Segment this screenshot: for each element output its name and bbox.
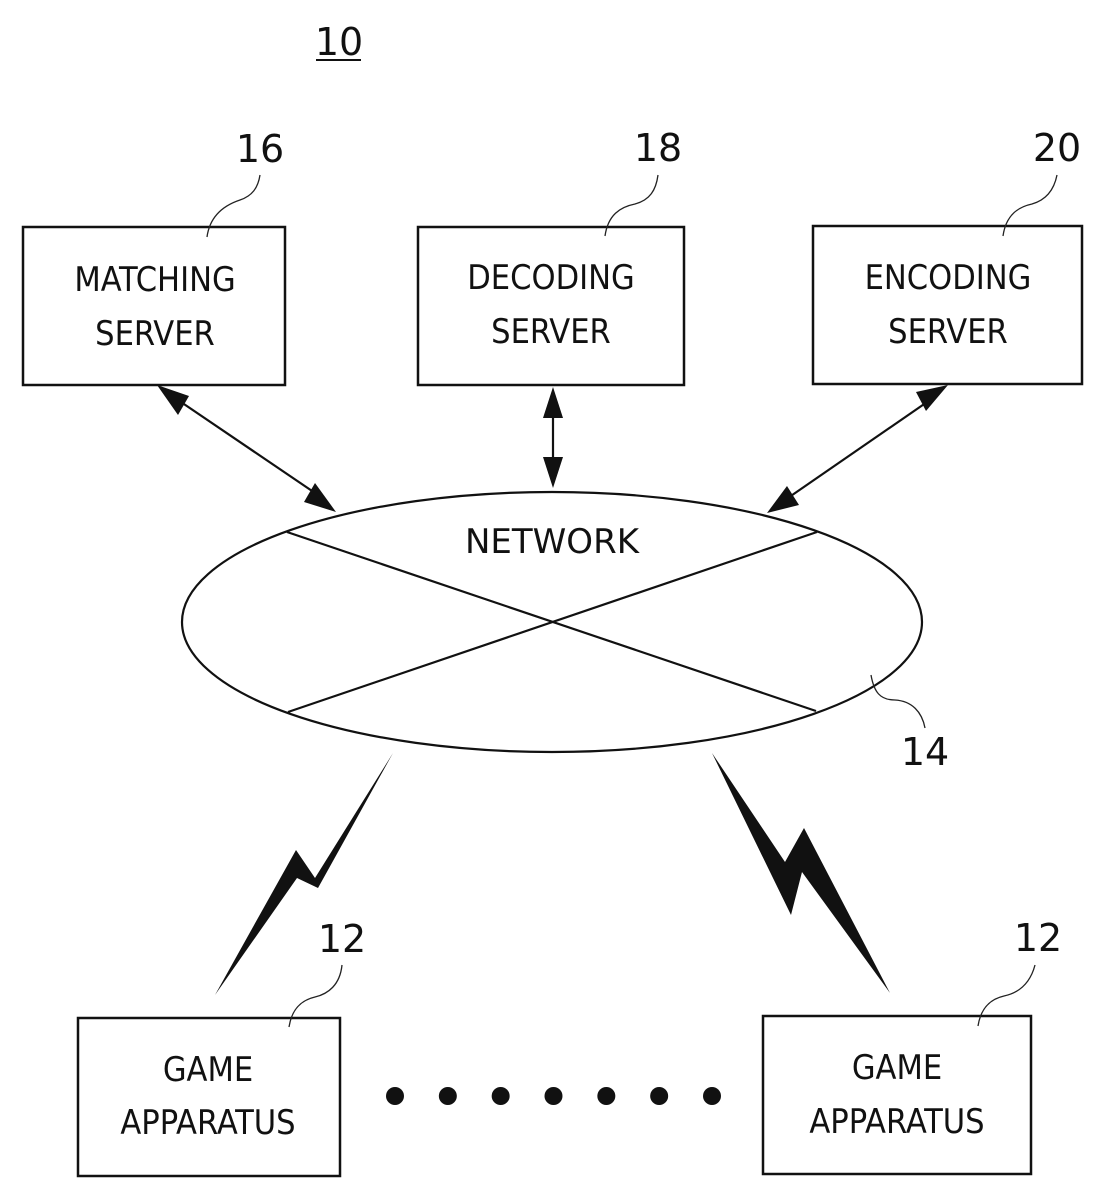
game-apparatus-left-box [78,1018,340,1176]
ellipsis-dot [386,1087,404,1105]
decoding-network-arrow [543,387,563,488]
ellipsis-dot [597,1087,615,1105]
decoding-server-box [418,227,684,385]
network: NETWORK 14 [182,492,949,774]
decoding-arrow-head-down [543,457,563,488]
matching-arrow-head-down [304,483,336,512]
ellipsis-dots [386,1087,721,1105]
encoding-server-box [813,226,1082,384]
matching-network-arrow [157,385,336,512]
ellipsis-dot [703,1087,721,1105]
game-apparatus-left-label-line1: GAME [163,1050,253,1090]
encoding-server-label-line2: SERVER [888,312,1008,352]
encoding-arrow-shaft [785,400,930,500]
network-label: NETWORK [465,522,641,562]
game-apparatus-left: GAME APPARATUS 12 [78,917,366,1176]
encoding-server: ENCODING SERVER 20 [813,126,1082,384]
matching-server-label-line1: MATCHING [74,260,235,300]
encoding-network-arrow [767,385,948,513]
game-apparatus-left-label-line2: APPARATUS [120,1103,295,1143]
matching-server-label-line2: SERVER [95,314,215,354]
wireless-signal-icon-right [712,753,890,993]
matching-server-ref-number: 16 [236,127,284,171]
matching-arrow-head-up [157,385,189,415]
ellipsis-dot [650,1087,668,1105]
game-apparatus-right: GAME APPARATUS 12 [763,916,1062,1174]
matching-server: MATCHING SERVER 16 [23,127,285,385]
game-apparatus-right-label-line2: APPARATUS [809,1102,984,1142]
decoding-server-label-line2: SERVER [491,312,611,352]
decoding-server-ref-number: 18 [634,126,682,170]
encoding-server-ref-number: 20 [1033,126,1081,170]
network-ref-number: 14 [901,730,949,774]
matching-arrow-shaft [178,400,318,495]
matching-server-box [23,227,285,385]
decoding-server-label-line1: DECODING [467,258,634,298]
wireless-signal-icon-left [215,753,393,995]
figure-number-text: 10 [315,20,363,64]
decoding-server: DECODING SERVER 18 [418,126,684,385]
game-apparatus-left-ref-number: 12 [318,917,366,961]
encoding-server-label-line1: ENCODING [865,258,1032,298]
game-apparatus-right-box [763,1016,1031,1174]
ellipsis-dot [492,1087,510,1105]
figure-number: 10 [315,20,363,64]
game-apparatus-right-label-line1: GAME [852,1048,942,1088]
ellipsis-dot [439,1087,457,1105]
ellipsis-dot [545,1087,563,1105]
decoding-arrow-head-up [543,387,563,418]
game-apparatus-right-ref-number: 12 [1014,916,1062,960]
encoding-arrow-head-down [767,486,799,513]
